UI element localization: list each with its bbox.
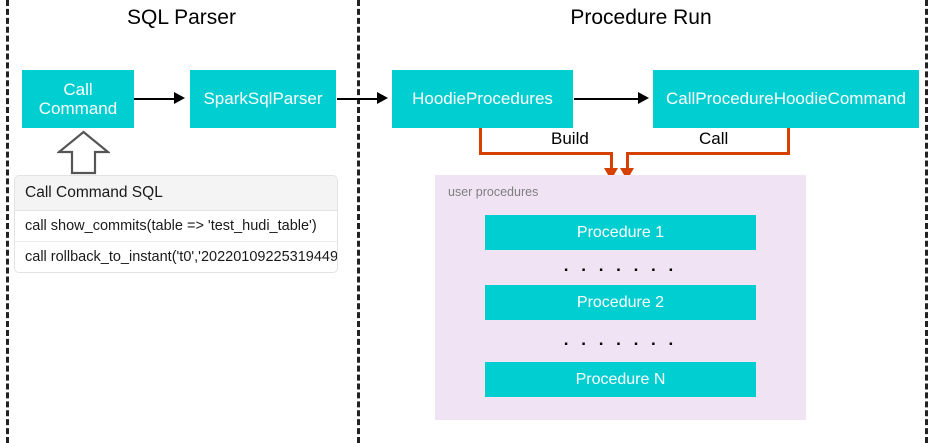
user-procedures-panel-label: user procedures <box>448 185 539 199</box>
sql-table-row: call rollback_to_instant('t0','202201092… <box>25 249 338 265</box>
sql-table-row: call show_commits(table => 'test_hudi_ta… <box>15 211 337 242</box>
connector-call-drop <box>626 152 629 170</box>
node-call-procedure-hoodie-command[interactable]: CallProcedureHoodieCommand <box>653 70 919 128</box>
sql-table-header: Call Command SQL <box>15 176 337 211</box>
procedures-ellipsis: . . . . . . . <box>563 330 678 349</box>
divider-right <box>925 0 928 443</box>
procedure-item-n[interactable]: Procedure N <box>485 362 756 397</box>
connector-build-horizontal <box>479 152 613 155</box>
call-command-sql-table: Call Command SQL call show_commits(table… <box>14 175 338 273</box>
connector-call-vertical <box>787 128 790 155</box>
section-title-procedure-run: Procedure Run <box>570 6 712 29</box>
node-call-command-line2: Command <box>38 99 118 118</box>
arrow-call-to-spark-line <box>134 98 176 100</box>
procedure-item-2[interactable]: Procedure 2 <box>485 285 756 320</box>
arrow-spark-to-hoodie-head <box>377 92 388 104</box>
connector-build-drop <box>610 152 613 170</box>
procedure-item-1[interactable]: Procedure 1 <box>485 215 756 250</box>
arrow-call-to-spark-head <box>174 92 185 104</box>
hollow-up-arrow-icon <box>55 130 112 175</box>
section-title-sql-parser: SQL Parser <box>127 6 236 29</box>
node-call-command-line1: Call <box>63 79 93 99</box>
node-call-command[interactable]: Call Command <box>22 70 134 128</box>
arrow-hoodie-to-callproc-head <box>638 92 649 104</box>
divider-middle <box>357 0 360 443</box>
procedures-ellipsis: . . . . . . . <box>563 256 678 275</box>
connector-label-build: Build <box>546 129 594 149</box>
arrow-hoodie-to-callproc-line <box>574 98 640 100</box>
divider-left <box>6 0 9 443</box>
arrow-spark-to-hoodie-line <box>337 98 379 100</box>
node-call-command-label: Call Command <box>39 80 117 118</box>
connector-build-vertical <box>479 128 482 155</box>
node-spark-sql-parser[interactable]: SparkSqlParser <box>190 70 336 128</box>
connector-call-horizontal <box>626 152 790 155</box>
connector-label-call: Call <box>694 129 734 149</box>
node-hoodie-procedures[interactable]: HoodieProcedures <box>392 70 573 128</box>
